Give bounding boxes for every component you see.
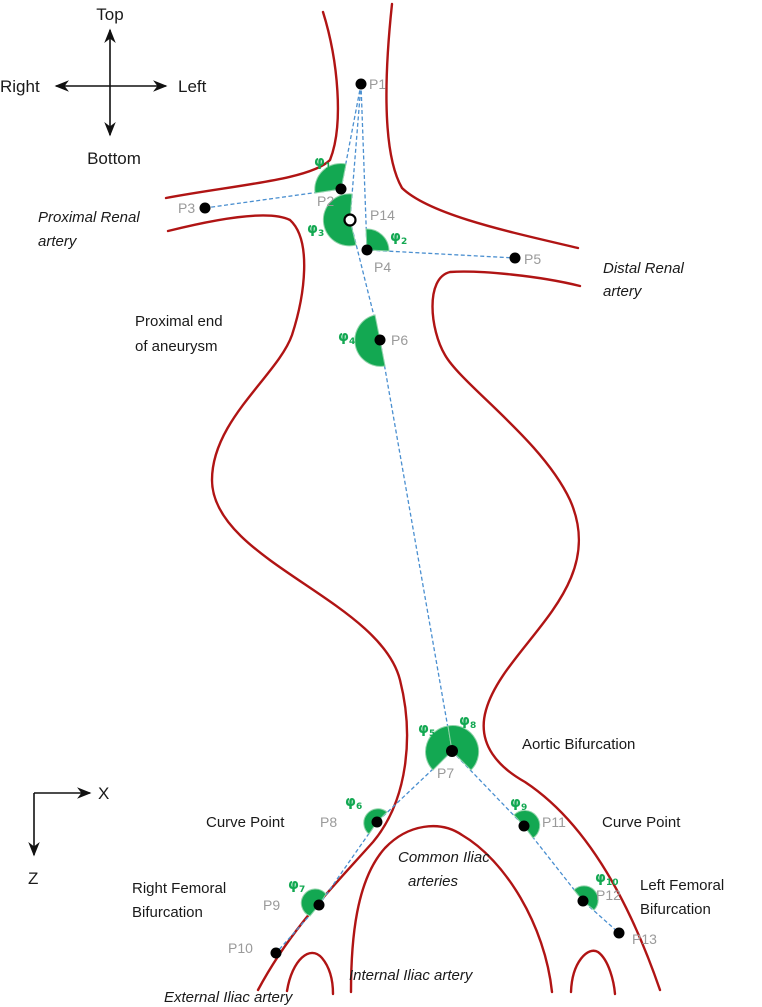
- label-internal-iliac: Internal Iliac artery: [349, 967, 474, 984]
- point-labels: P1 P2 P3 P4 P5 P6 P7 P8 P9 P10 P11 P12 P…: [178, 76, 657, 956]
- label-proximal-renal-line2: artery: [38, 233, 78, 250]
- angle-label-phi3: φ3: [307, 221, 324, 239]
- x-axis-label: X: [98, 784, 109, 803]
- label-distal-renal-line1: Distal Renal: [603, 260, 685, 277]
- angle-label-phi5: φ5: [418, 721, 435, 739]
- anatomy-labels: Proximal Renal artery Distal Renal arter…: [38, 209, 724, 1006]
- angle-label-phi6: φ6: [345, 794, 362, 812]
- landmark-points: [199, 78, 625, 959]
- aorta-upper-right-wall: [164, 10, 340, 200]
- point-p4: [361, 244, 373, 256]
- vessel-walls: [164, 2, 662, 996]
- label-proximal-renal-line1: Proximal Renal: [38, 209, 140, 226]
- label-distal-renal-line2: artery: [603, 283, 643, 300]
- angle-label-phi1: φ1: [314, 154, 331, 172]
- point-label-p1: P1: [369, 76, 386, 92]
- point-p2: [335, 183, 347, 195]
- centerline-p1-p4-p5: [360, 83, 516, 259]
- point-label-p13: P13: [632, 931, 657, 947]
- point-p9: [313, 899, 325, 911]
- centerline-left-iliac: [451, 750, 620, 934]
- point-p5: [509, 252, 521, 264]
- label-right-femoral-line2: Bifurcation: [132, 904, 203, 921]
- point-label-p7: P7: [437, 765, 454, 781]
- angle-label-phi9: φ9: [510, 795, 527, 813]
- point-label-p6: P6: [391, 332, 408, 348]
- angle-label-phi2: φ2: [390, 229, 407, 247]
- angle-wedge-phi4: [354, 314, 386, 367]
- label-left-femoral-line2: Bifurcation: [640, 901, 711, 918]
- compass-bottom-label: Bottom: [87, 149, 141, 168]
- point-label-p10: P10: [228, 940, 253, 956]
- angle-label-phi4: φ4: [338, 329, 355, 347]
- point-p7: [446, 745, 458, 757]
- point-p6: [374, 334, 386, 346]
- label-curve-point-left: Curve Point: [602, 814, 681, 831]
- label-common-iliac-line2: arteries: [408, 873, 459, 890]
- point-p11: [518, 820, 530, 832]
- label-left-femoral-line1: Left Femoral: [640, 877, 724, 894]
- label-common-iliac-line1: Common Iliac: [398, 849, 490, 866]
- angle-wedge-phi7: [300, 888, 327, 917]
- point-p14: [343, 213, 357, 227]
- angle-wedge-phi8: [447, 725, 480, 771]
- right-aortic-wall: [166, 214, 409, 992]
- point-label-p8: P8: [320, 814, 337, 830]
- point-label-p14: P14: [370, 207, 395, 223]
- point-label-p4: P4: [374, 259, 391, 275]
- right-internal-iliac-wall: [285, 951, 335, 996]
- point-label-p5: P5: [524, 251, 541, 267]
- axis-indicator: X Z: [28, 784, 109, 888]
- angle-labels: φ1 φ2 φ3 φ4 φ5 φ6 φ7 φ8 φ9 φ10: [288, 154, 618, 895]
- point-label-p2: P2: [317, 193, 334, 209]
- compass-right-label: Right: [0, 77, 40, 96]
- centerline-p1-p14-p6-p7: [349, 83, 453, 752]
- compass-top-label: Top: [96, 5, 123, 24]
- point-p10: [270, 947, 282, 959]
- angle-wedge-phi5: [425, 725, 453, 771]
- label-proximal-aneurysm-line2: of aneurysm: [135, 338, 218, 355]
- iliac-crotch-wall: [349, 824, 554, 994]
- compass-left-label: Left: [178, 77, 207, 96]
- centerline-right-iliac: [275, 750, 453, 954]
- angle-wedge-phi2: [365, 228, 390, 252]
- aorta-upper-left-wall: [385, 2, 580, 250]
- orientation-compass: Top Bottom Right Left: [0, 5, 207, 168]
- label-right-femoral-line1: Right Femoral: [132, 880, 226, 897]
- point-p3: [199, 202, 211, 214]
- point-p12: [577, 895, 589, 907]
- left-internal-iliac-wall: [569, 949, 617, 996]
- point-label-p12: P12: [596, 887, 621, 903]
- angle-label-phi7: φ7: [288, 877, 305, 895]
- angle-wedge-phi3: [322, 193, 357, 247]
- label-curve-point-right: Curve Point: [206, 814, 285, 831]
- label-external-iliac: External Iliac artery: [164, 989, 294, 1006]
- angle-label-phi8: φ8: [459, 713, 476, 731]
- label-proximal-aneurysm-line1: Proximal end: [135, 313, 223, 330]
- left-aortic-wall: [431, 270, 662, 992]
- z-axis-label: Z: [28, 869, 38, 888]
- point-label-p11: P11: [542, 814, 566, 830]
- label-aortic-bifurcation: Aortic Bifurcation: [522, 736, 635, 753]
- point-p8: [371, 816, 383, 828]
- point-p1: [355, 78, 367, 90]
- point-p13: [613, 927, 625, 939]
- angle-label-phi10: φ10: [595, 870, 618, 888]
- point-label-p9: P9: [263, 897, 280, 913]
- point-label-p3: P3: [178, 200, 195, 216]
